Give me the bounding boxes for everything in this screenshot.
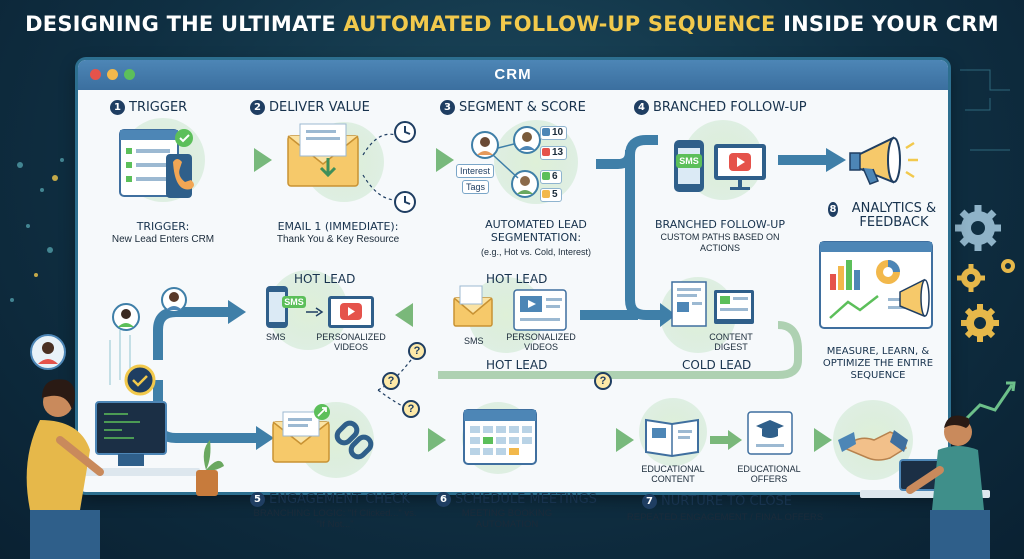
- educational-offers-label: EDUCATIONAL OFFERS: [737, 464, 801, 484]
- trigger-caption-title: TRIGGER:: [136, 220, 190, 233]
- window-title: CRM: [494, 66, 532, 83]
- question-mark-icon: ?: [408, 342, 426, 360]
- gears-icon: [955, 205, 1015, 342]
- graduation-cap-icon: [747, 411, 793, 455]
- branched-caption-title: BRANCHED FOLLOW-UP: [655, 218, 785, 231]
- score-badge: 13: [540, 146, 568, 160]
- link-icon: [334, 420, 374, 460]
- bottom-row-arrows: [388, 428, 832, 452]
- segment-caption: (e.g., Hot vs. Cold, Interest): [480, 247, 592, 257]
- educational-book-icon: [645, 418, 699, 458]
- man-at-desk-illustration: [860, 415, 990, 559]
- headline-part1: DESIGNING THE ULTIMATE: [25, 12, 344, 36]
- email-caption: Thank You & Key Resource: [276, 234, 400, 245]
- branched-caption: CUSTOM PATHS BASED ON ACTIONS: [660, 232, 780, 253]
- form-phone-icon: [119, 129, 194, 198]
- cold-lead-footer: COLD LEAD: [682, 358, 752, 372]
- window-titlebar: CRM: [78, 60, 948, 90]
- crm-window: CRM: [78, 60, 948, 492]
- score-badge: 5: [540, 188, 562, 202]
- team-avatars-icon: [112, 287, 187, 331]
- educational-content-label: EDUCATIONAL CONTENT: [641, 464, 705, 484]
- score-badge: 10: [540, 126, 568, 140]
- engagement-envelope-icon: [272, 404, 330, 463]
- hot-lead-mid-sms: SMS: [464, 336, 484, 346]
- minimize-dot[interactable]: [107, 69, 118, 80]
- email-caption-title: EMAIL 1 (IMMEDIATE):: [277, 220, 399, 233]
- question-mark-icon: ?: [594, 372, 612, 390]
- content-digest-icon: [671, 281, 754, 327]
- tags-tag: Tags: [462, 180, 490, 194]
- lead-avatars-icon: [471, 126, 541, 198]
- headline-highlight: AUTOMATED FOLLOW-UP SEQUENCE: [343, 12, 776, 36]
- analytics-caption: MEASURE, LEARN, & OPTIMIZE THE ENTIRE SE…: [822, 346, 934, 381]
- phone-video-icon: SMS: [674, 140, 766, 192]
- meeting-caption: MEETING BOOKING AUTOMATION: [461, 508, 553, 530]
- interest-tag: Interest: [456, 164, 495, 178]
- flow-diagram: SMS: [112, 118, 933, 480]
- megaphone-icon: [849, 136, 918, 185]
- content-digest-label: CONTENT DIGEST: [709, 332, 753, 352]
- growth-chart-icon: [958, 381, 1016, 427]
- clock-icon: [394, 121, 416, 213]
- hot-lead-mid-videos: PERSONALIZED VIDEOS: [506, 332, 576, 352]
- question-mark-icon: ?: [402, 400, 420, 418]
- nurture-caption: REPEATED ENGAGEMENT / FINAL OFFERS: [626, 512, 824, 523]
- hot-lead-left-heading: HOT LEAD: [294, 272, 356, 286]
- hot-lead-mid-icons: [453, 285, 567, 331]
- question-mark-icon: ?: [382, 372, 400, 390]
- segment-caption-title: AUTOMATED LEAD SEGMENTATION:: [485, 218, 587, 244]
- engagement-caption: BRANCHING LOGIC: "If Clicked..." vs. "If…: [253, 508, 417, 530]
- hot-lead-mid-footer: HOT LEAD: [486, 358, 548, 372]
- sms-badge-text: SMS: [284, 297, 304, 307]
- hot-lead-left-videos: PERSONALIZED VIDEOS: [316, 332, 386, 352]
- maximize-dot[interactable]: [124, 69, 135, 80]
- headline: DESIGNING THE ULTIMATE AUTOMATED FOLLOW-…: [0, 12, 1024, 36]
- woman-at-computer-illustration: [26, 330, 224, 559]
- hot-lead-left-icons: SMS: [266, 286, 374, 328]
- close-dot[interactable]: [90, 69, 101, 80]
- headline-part2: INSIDE YOUR CRM: [775, 12, 999, 36]
- handshake-icon: [838, 430, 908, 461]
- calendar-icon: [463, 409, 537, 465]
- trigger-caption: New Lead Enters CRM: [111, 234, 215, 245]
- email-envelope-icon: [287, 123, 359, 187]
- hot-lead-left-sms: SMS: [266, 332, 286, 342]
- score-badge: 6: [540, 170, 562, 184]
- sms-badge-text: SMS: [679, 156, 699, 166]
- hot-lead-mid-heading: HOT LEAD: [486, 272, 548, 286]
- analytics-dashboard-icon: [819, 241, 933, 329]
